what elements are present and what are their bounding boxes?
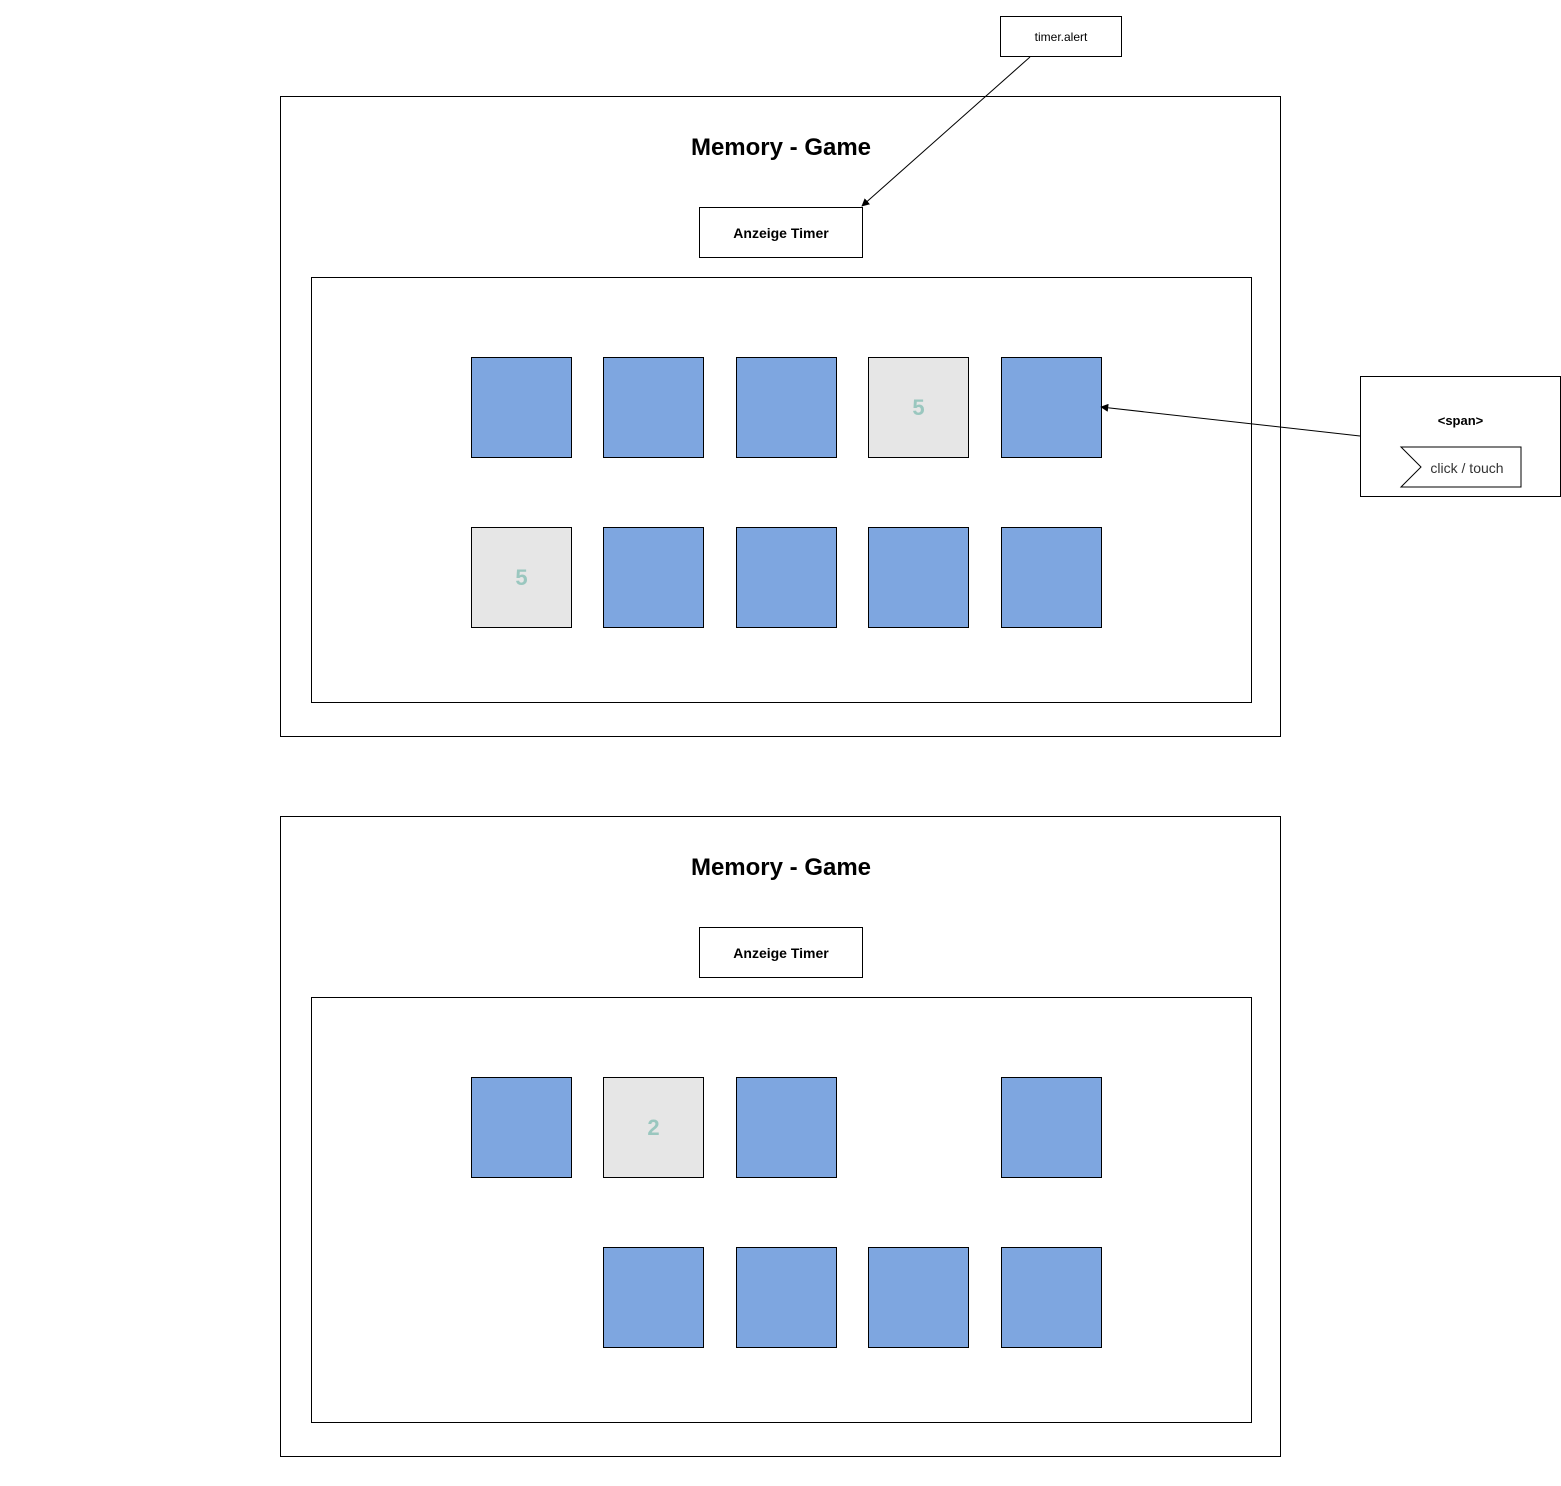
memory-card[interactable] — [736, 1247, 837, 1348]
timer-display: Anzeige Timer — [699, 207, 863, 258]
card-board: 5 5 — [311, 277, 1252, 703]
game-screen-1: Memory - Game Anzeige Timer 5 5 — [280, 96, 1281, 737]
memory-card[interactable] — [1001, 527, 1102, 628]
memory-card[interactable] — [736, 1077, 837, 1178]
memory-card[interactable] — [868, 1247, 969, 1348]
timer-alert-note: timer.alert — [1000, 16, 1122, 57]
memory-card[interactable] — [471, 1077, 572, 1178]
event-label: click / touch — [1430, 460, 1504, 476]
page-title: Memory - Game — [690, 854, 872, 881]
memory-card[interactable] — [603, 527, 704, 628]
page-title: Memory - Game — [690, 134, 872, 161]
memory-card[interactable] — [736, 357, 837, 458]
card-value: 2 — [647, 1114, 660, 1140]
memory-card-revealed[interactable]: 5 — [868, 357, 969, 458]
card-value: 5 — [515, 564, 528, 590]
timer-alert-label: timer.alert — [1034, 29, 1088, 44]
span-tag-label: <span> — [1437, 413, 1484, 428]
memory-card[interactable] — [603, 357, 704, 458]
game-screen-2: Memory - Game Anzeige Timer 2 — [280, 816, 1281, 1457]
card-value: 5 — [912, 394, 925, 420]
memory-card[interactable] — [1001, 357, 1102, 458]
memory-card[interactable] — [1001, 1077, 1102, 1178]
event-flag-shape — [1399, 446, 1522, 488]
memory-card[interactable] — [1001, 1247, 1102, 1348]
memory-card[interactable] — [603, 1247, 704, 1348]
memory-card[interactable] — [868, 527, 969, 628]
card-board: 2 — [311, 997, 1252, 1423]
memory-card-revealed[interactable]: 5 — [471, 527, 572, 628]
memory-card-revealed[interactable]: 2 — [603, 1077, 704, 1178]
span-event-note: <span> click / touch — [1360, 376, 1561, 497]
memory-card[interactable] — [736, 527, 837, 628]
timer-display: Anzeige Timer — [699, 927, 863, 978]
memory-card[interactable] — [471, 357, 572, 458]
